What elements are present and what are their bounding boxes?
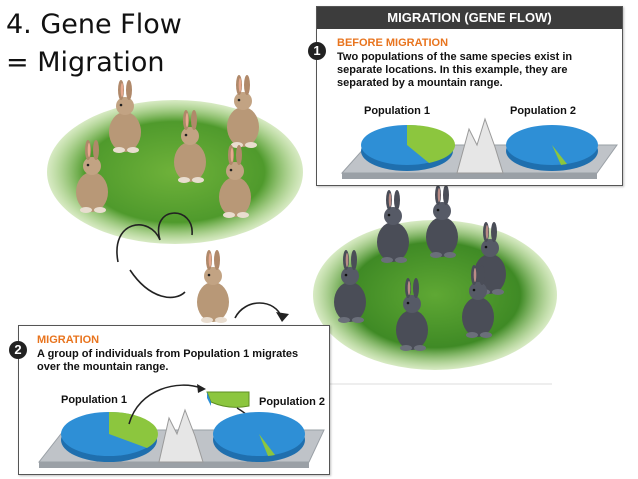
migration-path-arrow-2 <box>234 302 283 319</box>
panel2-heading: MIGRATION <box>37 334 100 346</box>
panel1-population1-label: Population 1 <box>364 105 430 117</box>
panel1-description: Two populations of the same species exis… <box>337 51 617 90</box>
panel1-population2-label: Population 2 <box>510 105 576 117</box>
panel-header: MIGRATION (GENE FLOW) <box>317 7 622 29</box>
ground-platform-edge <box>342 173 597 179</box>
arrowhead-icon <box>197 384 206 393</box>
panel-migration: 2 MIGRATION A group of individuals from … <box>9 325 330 475</box>
panel1-heading: BEFORE MIGRATION <box>337 37 449 49</box>
migration-path-arrow <box>116 212 193 299</box>
slide-title: 4. Gene Flow = Migration <box>6 6 182 82</box>
migrating-slice-side <box>207 392 211 406</box>
arrowhead-icon <box>276 312 289 322</box>
step-number-2: 2 <box>9 341 27 359</box>
slide-title-line2: = Migration <box>6 47 165 78</box>
pie-population-2-green-slice <box>259 434 275 456</box>
migration-arrow <box>128 384 202 425</box>
rabbit-migrating <box>197 250 229 323</box>
panel-before-migration: MIGRATION (GENE FLOW) 1 BEFORE MIGRATION… <box>308 6 623 186</box>
panel2-population2-label: Population 2 <box>259 396 325 408</box>
panel1-desc-line1: Two populations of the same species exis… <box>337 51 573 63</box>
ground-platform-edge <box>39 462 309 468</box>
panel2-desc-line2: over the mountain range. <box>37 361 169 373</box>
panel1-desc-line3: separated by a mountain range. <box>337 77 503 89</box>
mountain-range-icon <box>158 408 204 463</box>
panel1-diagram <box>340 117 618 179</box>
panel2-description: A group of individuals from Population 1… <box>37 348 327 374</box>
panel2-desc-line1: A group of individuals from Population 1… <box>37 348 299 360</box>
pie-population-1-green-slice <box>407 124 456 163</box>
panel2-diagram <box>37 384 325 468</box>
step-number-1: 1 <box>308 42 326 60</box>
migrating-slice <box>206 391 250 408</box>
panel1-desc-line2: separate locations. In this example, the… <box>337 64 568 76</box>
mountain-range-icon <box>456 117 504 174</box>
pie-population-2-green-slice <box>552 145 567 165</box>
pie-population-1-green-slice <box>109 411 158 448</box>
slide-title-line1: 4. Gene Flow <box>6 9 182 40</box>
panel2-population1-label: Population 1 <box>61 394 127 406</box>
